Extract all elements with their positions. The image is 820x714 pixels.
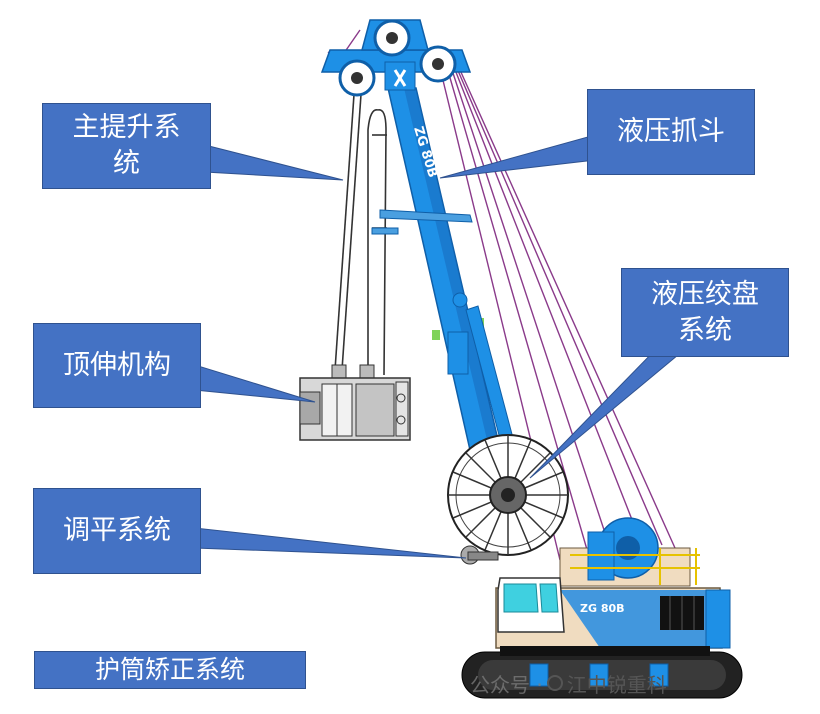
leader-hydraulic-winch [529, 344, 692, 479]
callout-leveling: 调平系统 [33, 488, 201, 574]
leader-hydraulic-grab [439, 134, 596, 179]
leader-main-hoist [204, 144, 344, 181]
crawler-track [461, 646, 743, 699]
callout-main-hoist: 主提升系 统 [42, 103, 211, 189]
support-ropes [327, 29, 676, 561]
upper-structure [559, 517, 700, 587]
callout-hydraulic-winch: 液压绞盘 系统 [621, 268, 789, 357]
callout-top-jacking: 顶伸机构 [33, 323, 201, 408]
watermark-logo-icon [546, 675, 563, 691]
callout-hydraulic-grab: 液压抓斗 [587, 89, 755, 175]
cab-label: ZG 80B [580, 602, 625, 615]
top-jacking-unit [299, 364, 411, 441]
leader-top-jacking [194, 364, 316, 403]
callout-casing-correction: 护筒矫正系统 [34, 651, 306, 689]
leader-leveling [194, 527, 467, 559]
watermark-prefix: 公众号 · [470, 672, 543, 697]
watermark-text: 江中锐重科 [566, 672, 667, 697]
winch-drum [447, 434, 569, 556]
cab [497, 577, 565, 633]
leveling-cylinder [460, 545, 499, 565]
leader-arrows [194, 134, 692, 559]
boom-top-sheaves [320, 19, 472, 97]
watermark: 公众号 · 江中锐重科 [470, 668, 810, 698]
